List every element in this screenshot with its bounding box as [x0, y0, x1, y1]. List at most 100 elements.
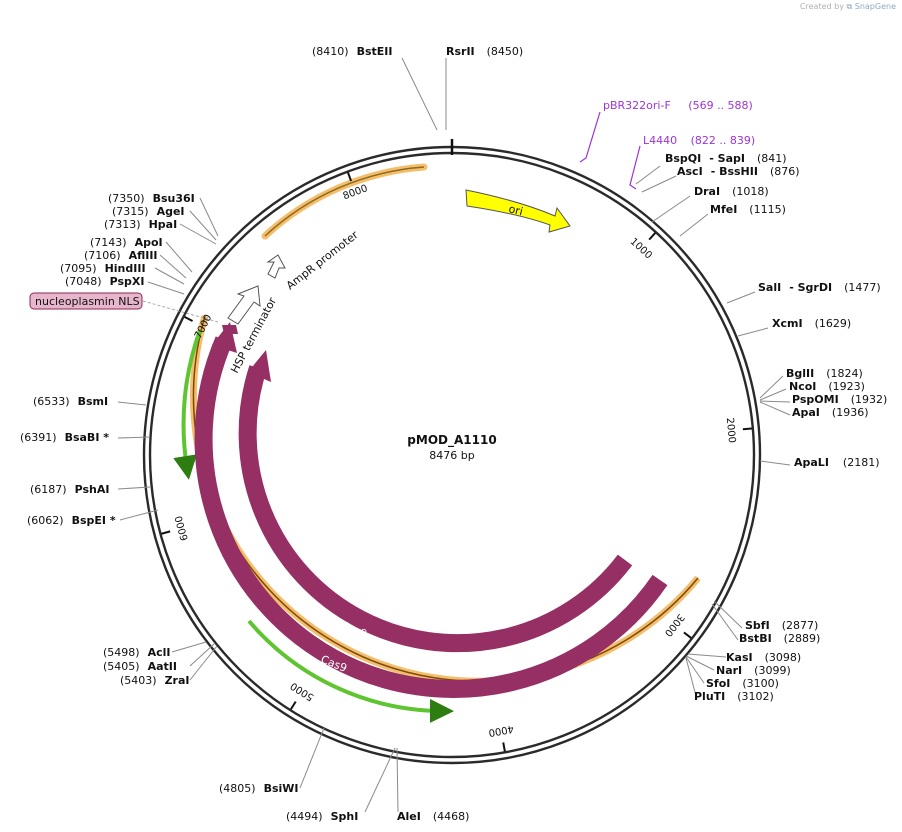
site-label: (6391)BsaBI * — [20, 431, 109, 444]
cas9-inner-head — [248, 350, 271, 382]
cas9-outer — [194, 336, 668, 698]
site-name: AatII — [148, 660, 177, 673]
site-name: AgeI — [157, 205, 185, 218]
site-label: AscI- BssHII(876) — [677, 165, 800, 178]
site-name: ApoI — [135, 236, 163, 249]
site-name: BsmI — [78, 395, 109, 408]
site-label: DraI (1018) — [694, 185, 769, 198]
site-pos: (1932) — [851, 393, 888, 406]
site-label: (7048)PspXI — [65, 275, 144, 288]
site-name: BsaBI * — [65, 431, 110, 444]
tick-mark — [648, 232, 656, 241]
ori-label: ori — [507, 202, 524, 218]
site-label: NarI(3099) — [716, 664, 791, 677]
site-name: AclI — [148, 646, 171, 659]
site-label: (4494)SphI — [286, 810, 358, 823]
site-name: BsiWI — [264, 782, 299, 795]
site-name: AscI — [677, 165, 703, 178]
site-label: KasI(3098) — [726, 651, 801, 664]
site-label: NcoI(1923) — [789, 380, 865, 393]
site-pos: (4494) — [286, 810, 323, 823]
tick-mark — [347, 172, 353, 182]
site-label: ApaLI(2181) — [794, 456, 880, 469]
nls-badge[interactable] — [29, 292, 143, 310]
site-pos: (6062) — [27, 514, 64, 527]
ori-arrow — [465, 189, 571, 233]
site-name: KasI — [726, 651, 753, 664]
site-name: BglII — [786, 367, 814, 380]
site-pos: (7315) — [112, 205, 149, 218]
tick-mark — [290, 701, 297, 710]
nls-feature-mark — [222, 325, 238, 334]
site-name: SfoI — [706, 677, 730, 690]
primer-l4440-line — [629, 145, 641, 190]
site-pos: (5403) — [120, 674, 157, 687]
site-label: (7095) HindIII — [60, 262, 146, 275]
tick-label: 2000 — [724, 417, 737, 443]
site-pos: (7313) — [104, 218, 141, 231]
site-label: (6187) PshAI — [30, 483, 109, 496]
site-label: BstBI(2889) — [739, 632, 820, 645]
site-label: (7143) ApoI — [90, 236, 163, 249]
site-label: PluTI (3102) — [694, 690, 774, 703]
site-label: (5498) AclI — [103, 646, 170, 659]
primer-name: pBR322ori-F — [603, 99, 671, 112]
site-label: (7315) AgeI — [112, 205, 185, 218]
site-name: BstEII — [357, 45, 393, 58]
tick-label: 4000 — [488, 723, 515, 738]
site-label: (8410)BstEII — [312, 45, 392, 58]
site-name: PluTI — [694, 690, 725, 703]
plasmid-name: pMOD_A1110 — [407, 433, 496, 448]
site-name: PshAI — [75, 483, 110, 496]
site-label: SfoI(3100) — [706, 677, 779, 690]
tick-mark — [184, 316, 194, 322]
site-pos: (7095) — [60, 262, 97, 275]
site-name: MfeI — [710, 203, 737, 216]
tick-mark — [502, 742, 506, 752]
site-name: ApaLI — [794, 456, 829, 469]
cas9-inner — [238, 365, 633, 653]
site-pos: (1018) — [732, 185, 769, 198]
primer-name: L4440 — [643, 134, 677, 147]
nls-badge-label: nucleoplasmin NLS — [35, 295, 140, 308]
site-pos: (1923) — [828, 380, 865, 393]
site-pos: (4805) — [219, 782, 256, 795]
site-suffix: - BssHII — [711, 165, 758, 178]
attribution: Created by ⧉ SnapGene — [800, 2, 896, 12]
site-name: DraI — [694, 185, 720, 198]
site-pos: (7106) — [84, 249, 121, 262]
site-name: BspQI — [665, 152, 701, 165]
site-name: HindIII — [105, 262, 146, 275]
site-pos: (7048) — [65, 275, 102, 288]
site-pos: (3102) — [737, 690, 774, 703]
site-name: BspEI * — [72, 514, 116, 527]
tick-mark — [161, 530, 171, 535]
plasmid-length: 8476 bp — [429, 449, 474, 462]
site-pos: (5405) — [103, 660, 140, 673]
site-label: BglII(1824) — [786, 367, 863, 380]
green-arrow-left — [173, 329, 202, 480]
site-label: MfeI(1115) — [710, 203, 786, 216]
site-name: HpaI — [149, 218, 178, 231]
site-pos: (6187) — [30, 483, 67, 496]
site-pos: (7143) — [90, 236, 127, 249]
site-label: (5403)ZraI — [120, 674, 190, 687]
green-arrow-bottom — [247, 619, 454, 723]
site-pos: (7350) — [108, 192, 145, 205]
site-label: ApaI(1936) — [792, 406, 868, 419]
tick-label: 5000 — [289, 680, 316, 703]
site-pos: (5498) — [103, 646, 140, 659]
site-name: XcmI — [772, 317, 803, 330]
site-name: SbfI — [745, 619, 770, 632]
site-name: AflIII — [129, 249, 158, 262]
site-pos: (2889) — [784, 632, 821, 645]
site-label: XcmI(1629) — [772, 317, 851, 330]
tick-label: 6000 — [174, 514, 191, 541]
site-label: (6062) BspEI * — [27, 514, 116, 527]
site-label: (7313) HpaI — [104, 218, 177, 231]
feature-line-top — [264, 166, 425, 237]
site-label: (7106) AflIII — [84, 249, 158, 262]
site-label: AleI(4468) — [397, 810, 469, 823]
site-label: (5405) AatII — [103, 660, 177, 673]
